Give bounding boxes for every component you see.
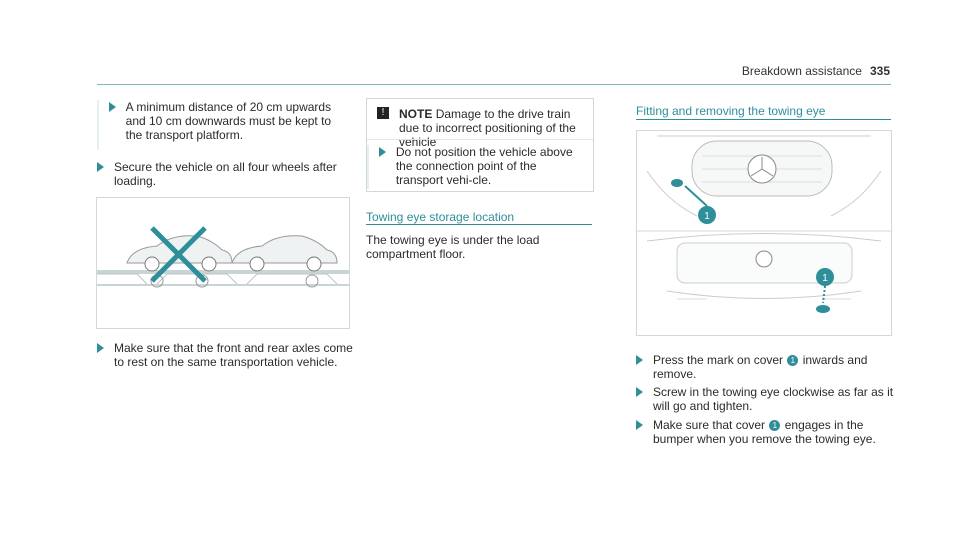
note-text: Damage to the drive train due to incorre… (399, 107, 576, 149)
step-screw-in: Screw in the towing eye clockwise as far… (636, 385, 896, 413)
note-label: NOTE (399, 107, 433, 121)
step-cover-engages: Make sure that cover 1 engages in the bu… (636, 418, 896, 446)
arrow-icon (108, 102, 116, 112)
step-text: A minimum distance of 20 cm upwards and … (125, 100, 332, 142)
towing-eye-illustration: 1 1 (636, 130, 892, 336)
page-header: Breakdown assistance 335 (742, 64, 890, 78)
arrow-icon (97, 162, 104, 172)
section-rule (636, 119, 891, 120)
header-rule (97, 84, 891, 85)
arrow-icon (636, 387, 643, 397)
callout-1-icon: 1 (769, 420, 781, 432)
section-rule (366, 224, 592, 225)
step-secure-vehicle: Secure the vehicle on all four wheels af… (97, 160, 347, 188)
storage-text: The towing eye is under the load compart… (366, 233, 540, 261)
step-text: Screw in the towing eye clockwise as far… (653, 385, 894, 413)
section-title-fitting: Fitting and removing the towing eye (636, 104, 826, 118)
callout-1-icon: 1 (787, 355, 799, 367)
note-box: ! NOTE Damage to the drive train due to … (366, 98, 594, 192)
step-min-distance: A minimum distance of 20 cm upwards and … (97, 100, 347, 150)
step-text: engages in the bumper when you remove th… (653, 418, 876, 446)
step-text: Do not position the vehicle above the co… (395, 145, 573, 187)
step-text: Secure the vehicle on all four wheels af… (114, 160, 337, 188)
arrow-icon (97, 343, 104, 353)
step-text: Press the mark on cover (653, 353, 784, 367)
page-number: 335 (869, 64, 890, 78)
note-step: Do not position the vehicle above the co… (367, 145, 587, 189)
header-title: Breakdown assistance (741, 64, 862, 78)
callout-number: 1 (704, 211, 710, 222)
step-text: Make sure that the front and rear axles … (114, 341, 353, 369)
step-axles: Make sure that the front and rear axles … (97, 341, 357, 369)
arrow-icon (378, 147, 386, 157)
step-text: inwards and remove. (653, 353, 868, 381)
warning-icon: ! (377, 107, 389, 119)
step-text: Make sure that cover (653, 418, 766, 432)
arrow-icon (636, 420, 643, 430)
transport-illustration (96, 197, 350, 329)
arrow-icon (636, 355, 643, 365)
step-press-cover: Press the mark on cover 1 inwards and re… (636, 353, 896, 381)
section-title-storage: Towing eye storage location (366, 210, 515, 224)
callout-number: 1 (822, 273, 828, 284)
